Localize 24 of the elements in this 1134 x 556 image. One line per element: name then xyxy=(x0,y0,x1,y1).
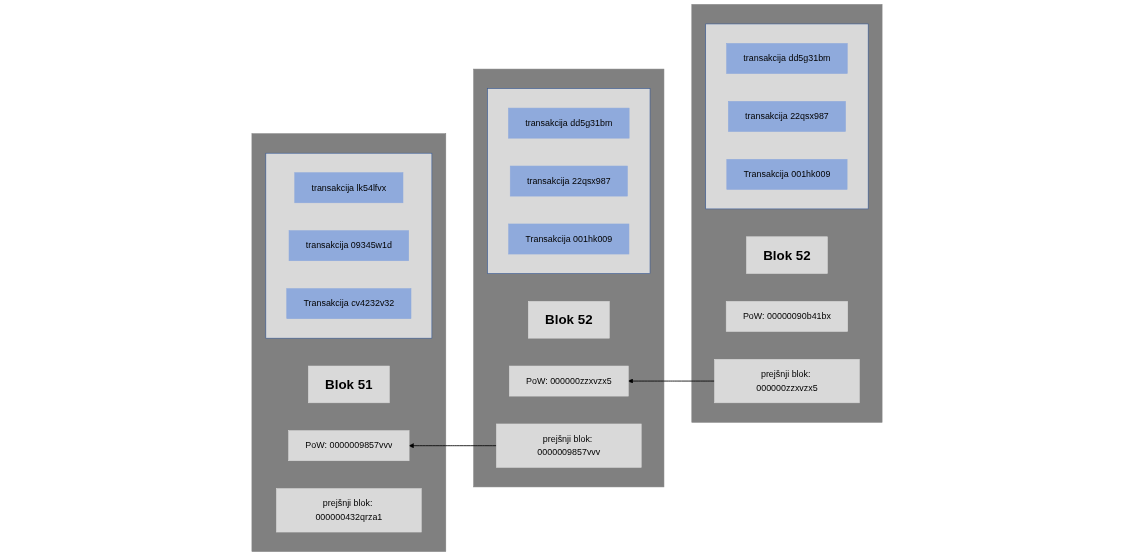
node-box: prejšnji blok: 000000zzxvzx5 xyxy=(714,359,860,404)
node-box: prejšnji blok: 0000009857vvv xyxy=(496,423,642,468)
node-box: PoW: 0000009857vvv xyxy=(288,430,410,461)
cluster xyxy=(691,4,883,423)
node-box: Blok 51 xyxy=(308,365,390,404)
cluster xyxy=(705,23,869,210)
node-box: PoW: 000000zzxvzx5 xyxy=(509,365,629,397)
node-box: transakcija 09345w1d xyxy=(288,230,409,261)
node-box: PoW: 00000090b41bx xyxy=(725,301,848,332)
node-box: transakcija dd5g31bm xyxy=(726,43,848,74)
cluster xyxy=(251,133,447,552)
node-box: transakcija 22qsx987 xyxy=(728,101,846,132)
node-box: prejšnji blok: 000000432qrza1 xyxy=(276,488,422,533)
node-box: Transakcija cv4232v32 xyxy=(286,288,412,319)
node-box: transakcija 22qsx987 xyxy=(509,165,628,197)
node-box: Transakcija 001hk009 xyxy=(508,223,630,255)
node-box: transakcija dd5g31bm xyxy=(508,107,630,139)
node-box: Blok 52 xyxy=(528,301,610,339)
cluster xyxy=(473,68,665,488)
node-box: Blok 52 xyxy=(746,236,828,274)
node-box: Transakcija 001hk009 xyxy=(726,159,848,190)
node-box: transakcija lk54lfvx xyxy=(294,172,404,204)
cluster xyxy=(265,152,433,339)
cluster xyxy=(487,88,651,274)
